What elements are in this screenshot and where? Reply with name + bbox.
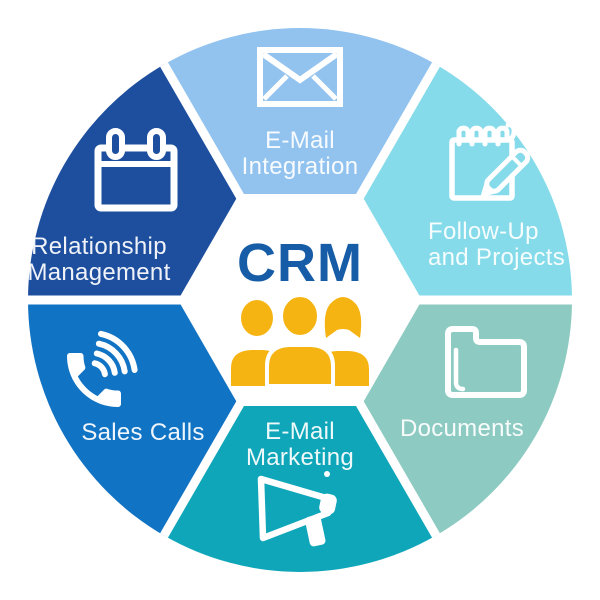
label-sales-calls: Sales Calls (81, 419, 205, 446)
phone-icon (67, 330, 138, 407)
segment-email-integration (164, 28, 436, 301)
label-documents: Documents (399, 415, 525, 442)
calendar-icon (94, 128, 178, 212)
envelope-icon (257, 47, 343, 107)
label-relationship-management: Relationship Management (27, 233, 171, 286)
label-follow-up-projects: Follow-Up and Projects (428, 218, 566, 271)
crm-center-title: CRM (237, 233, 363, 293)
folder-icon (445, 326, 527, 398)
notepad-pencil-icon (449, 122, 531, 201)
label-email-marketing: E-Mail Marketing (245, 418, 355, 471)
megaphone-icon (257, 471, 337, 547)
segment-email-marketing (164, 300, 436, 572)
label-email-integration: E-Mail Integration (241, 127, 359, 180)
people-group-icon (231, 294, 369, 386)
